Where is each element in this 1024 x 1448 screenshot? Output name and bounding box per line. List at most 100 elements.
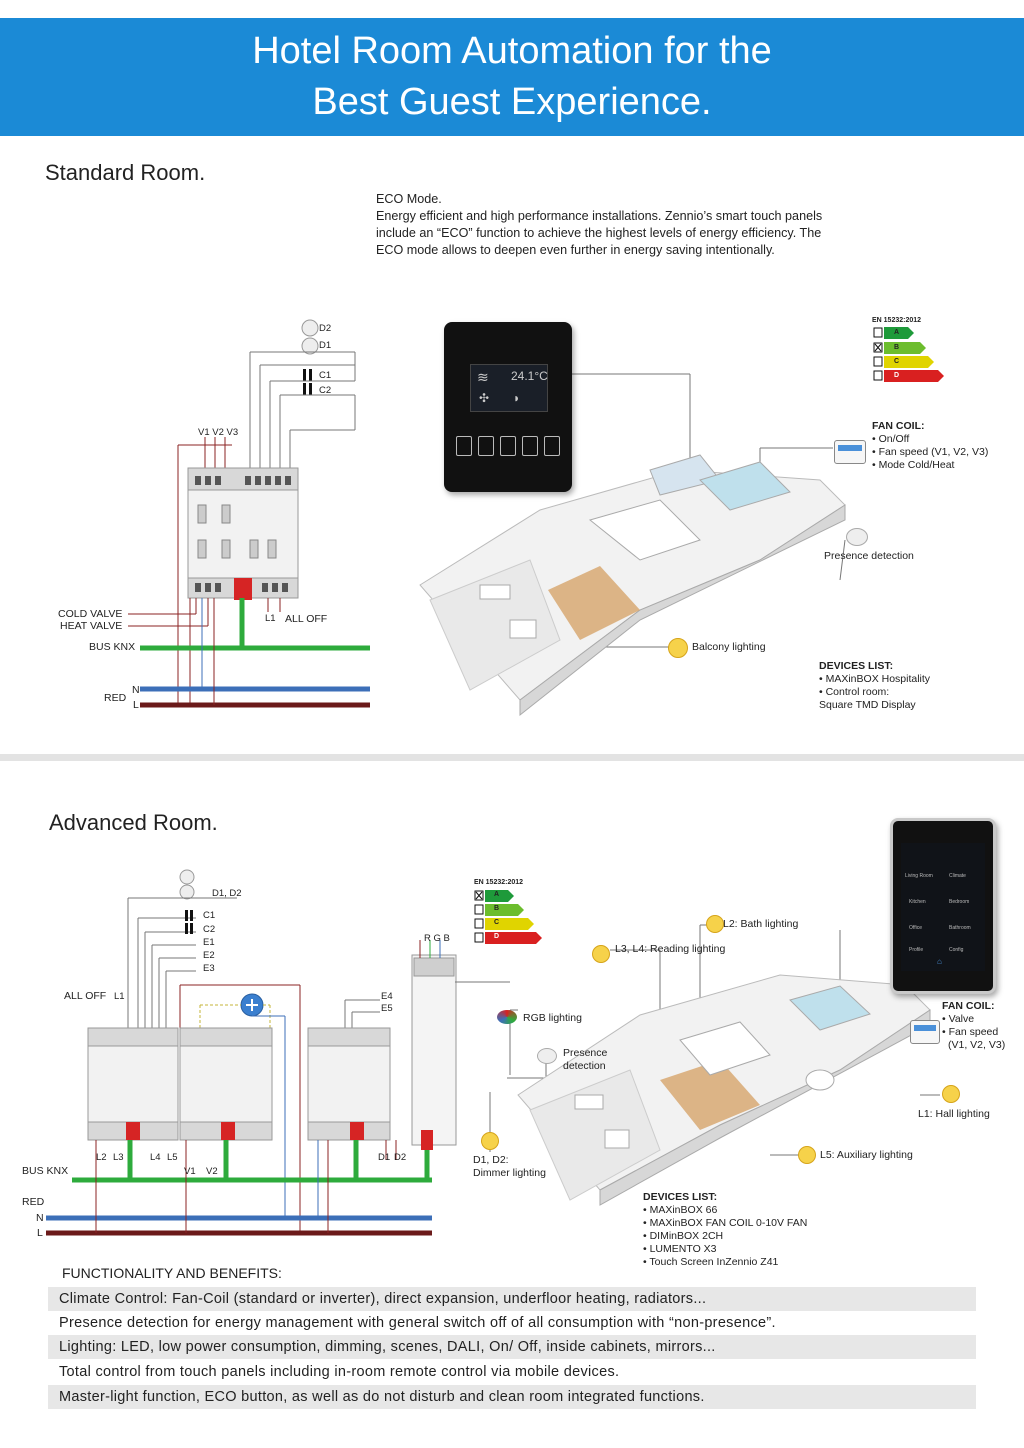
- output-label-l2: L2: [96, 1152, 107, 1163]
- fan-coil-item: • Fan speed: [942, 1026, 999, 1038]
- n-label: N: [36, 1212, 44, 1224]
- benefit-row: Master-light function, ECO button, as we…: [48, 1385, 976, 1409]
- z41-room[interactable]: Kitchen: [909, 899, 926, 905]
- panel-button-eco[interactable]: [544, 436, 560, 456]
- eco-mode-text: ECO Mode. Energy efficient and high perf…: [376, 192, 823, 257]
- energy-class-b: B: [494, 905, 500, 912]
- output-label-d2: D2: [394, 1152, 407, 1163]
- fan-coil-icon: [910, 1020, 940, 1044]
- fan-speed-label: V1 V2 V3: [198, 427, 239, 438]
- energy-class-d: D: [894, 372, 900, 379]
- devices-list-item: • DIMinBOX 2CH: [643, 1230, 724, 1242]
- energy-standard-label: EN 15232:2012: [872, 317, 922, 324]
- energy-class-c: C: [494, 919, 500, 926]
- devices-list-item: • Touch Screen InZennio Z41: [643, 1256, 779, 1268]
- sensor-label-d1-d2: D1, D2: [212, 888, 242, 899]
- panel-button-fan[interactable]: [522, 436, 538, 456]
- devices-list-item: • LUMENTO X3: [643, 1243, 717, 1255]
- fan-coil-info-advanced: FAN COIL: • Valve • Fan speed (V1, V2, V…: [942, 1000, 1005, 1052]
- bulb-icon: [942, 1085, 960, 1103]
- all-off-label: ALL OFF: [64, 990, 107, 1002]
- z41-room[interactable]: Bathroom: [949, 925, 971, 931]
- energy-class-c: C: [894, 358, 900, 365]
- fan-coil-item: • On/Off: [872, 433, 910, 445]
- presence-detection-label: Presence detection: [824, 550, 914, 562]
- benefit-row: Presence detection for energy management…: [59, 1315, 776, 1331]
- fan-coil-title: FAN COIL:: [872, 420, 925, 432]
- bulb-icon: [592, 945, 610, 963]
- contact-label-c2: C2: [319, 385, 332, 396]
- fan-coil-item: • Fan speed (V1, V2, V3): [872, 446, 989, 458]
- output-label-v1: V1: [184, 1166, 196, 1177]
- touch-screen-inzennio-z41: Living Room Climate Kitchen Bedroom Offi…: [890, 818, 996, 994]
- l1-label: L1: [114, 991, 125, 1002]
- l1-label: L1: [265, 613, 276, 624]
- devices-list-title: DEVICES LIST:: [643, 1191, 718, 1203]
- presence-sensor-icon: [537, 1048, 557, 1064]
- output-label-l3: L3: [113, 1152, 124, 1163]
- page-title: Hotel Room Automation for the Best Guest…: [252, 30, 772, 123]
- bus-knx-label: BUS KNX: [22, 1165, 69, 1177]
- functionality-title: FUNCTIONALITY AND BENEFITS:: [62, 1265, 282, 1281]
- contact-label-c1: C1: [203, 910, 216, 921]
- fan-coil-item: (V1, V2, V3): [948, 1039, 1006, 1051]
- red-label: RED: [104, 692, 127, 704]
- z41-room[interactable]: Config: [949, 947, 964, 953]
- panel-button-onoff[interactable]: [456, 436, 472, 456]
- z41-room[interactable]: Office: [909, 925, 922, 931]
- fan-coil-item: • Mode Cold/Heat: [872, 459, 955, 471]
- hall-lighting-label: L1: Hall lighting: [918, 1108, 990, 1120]
- reading-lighting-label: L3, L4: Reading lighting: [615, 943, 726, 955]
- fan-coil-icon: [834, 440, 866, 464]
- contact-label-e3: E3: [203, 963, 215, 974]
- bulb-icon: [706, 915, 724, 933]
- contact-label-e5: E5: [381, 1003, 393, 1014]
- presence-detection-label: Presence detection: [563, 1047, 608, 1072]
- devices-list-item: • MAXinBOX FAN COIL 0-10V FAN: [643, 1217, 808, 1229]
- header-banner: [0, 18, 1024, 136]
- panel-screen: ≋ 24.1°C ✣ ◗: [470, 364, 548, 412]
- z41-room[interactable]: Bedroom: [949, 899, 970, 905]
- rgb-channel-label: R G B: [424, 933, 450, 944]
- contact-label-e2: E2: [203, 950, 215, 961]
- fan-coil-info-standard: FAN COIL: • On/Off • Fan speed (V1, V2, …: [872, 420, 988, 472]
- bus-knx-label: BUS KNX: [89, 641, 136, 653]
- benefit-row: Lighting: LED, low power consumption, di…: [48, 1335, 976, 1359]
- panel-button-up[interactable]: [478, 436, 494, 456]
- presence-sensor-icon: [846, 528, 868, 546]
- n-label: N: [132, 684, 140, 696]
- energy-class-a: A: [894, 329, 900, 336]
- mode-icon: ◗: [513, 391, 521, 405]
- bulb-icon: [481, 1132, 499, 1150]
- z41-room[interactable]: Profile: [909, 947, 924, 953]
- energy-class-b: B: [894, 344, 900, 351]
- contact-label-c2: C2: [203, 924, 216, 935]
- standard-room-title: Standard Room.: [45, 160, 206, 185]
- all-off-label: ALL OFF: [285, 613, 328, 625]
- devices-list-advanced: DEVICES LIST: • MAXinBOX 66 • MAXinBOX F…: [643, 1191, 807, 1269]
- bulb-icon: [798, 1146, 816, 1164]
- advanced-room-title: Advanced Room.: [49, 810, 218, 835]
- z41-room[interactable]: Living Room: [905, 873, 933, 879]
- z41-screen: Living Room Climate Kitchen Bedroom Offi…: [901, 843, 985, 971]
- devices-list-item: • MAXinBOX 66: [643, 1204, 718, 1216]
- rgb-icon: [497, 1010, 517, 1024]
- devices-list-item: • MAXinBOX Hospitality: [819, 673, 931, 685]
- rgb-lighting-label: RGB lighting: [523, 1012, 582, 1024]
- red-label: RED: [22, 1196, 45, 1208]
- devices-list-item: Square TMD Display: [819, 699, 916, 711]
- auxiliary-lighting-label: L5: Auxiliary lighting: [820, 1149, 913, 1161]
- square-tmd-display: ≋ 24.1°C ✣ ◗: [444, 322, 572, 492]
- panel-button-down[interactable]: [500, 436, 516, 456]
- dimmer-lighting-label: D1, D2: Dimmer lighting: [473, 1154, 546, 1179]
- sensor-label-d1: D1: [319, 340, 332, 351]
- z41-room[interactable]: Climate: [949, 873, 966, 879]
- heat-icon: ≋: [477, 369, 489, 385]
- sensor-label-d2: D2: [319, 323, 332, 334]
- home-icon[interactable]: ⌂: [937, 957, 942, 966]
